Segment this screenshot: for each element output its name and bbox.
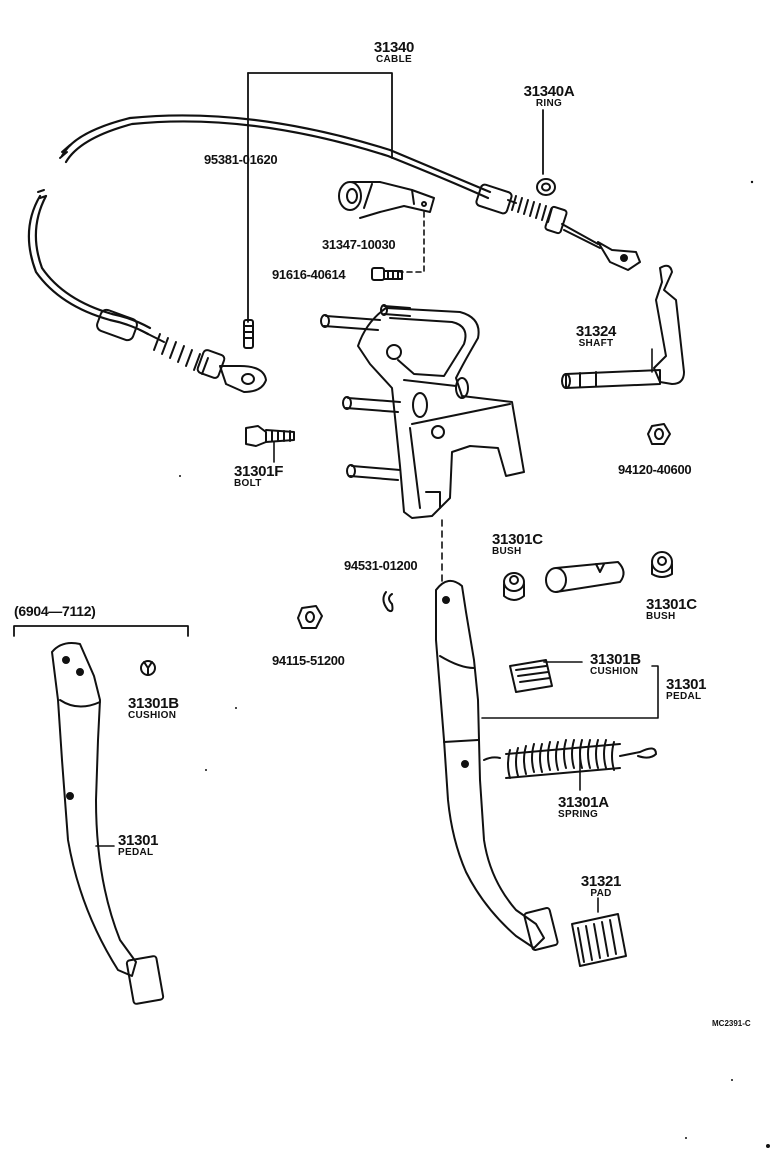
pad-part <box>571 913 627 967</box>
pedal-left-name: PEDAL <box>118 847 154 858</box>
cushion-right-name: CUSHION <box>590 666 639 677</box>
pad-name: PAD <box>590 888 612 899</box>
bush-left-name: BUSH <box>492 546 522 557</box>
cushion-left-callout: 31301B CUSHION <box>128 696 179 721</box>
spring-number: 31301A <box>558 794 609 811</box>
clip-part <box>382 591 394 613</box>
pedal-bracket-assembly <box>320 304 525 519</box>
ring-part <box>536 178 556 196</box>
lower-cable <box>27 189 267 393</box>
bush-left-number: 31301C <box>492 531 543 548</box>
cushion-left <box>140 660 156 676</box>
cushion-right <box>509 659 553 693</box>
bush-left-callout: 31301C BUSH <box>492 532 543 557</box>
bracket-number: 31347-10030 <box>322 237 396 252</box>
pedal-right-number: 31301 <box>666 676 707 693</box>
cushion-right-number: 31301B <box>590 651 641 668</box>
screw-number: 91616-40614 <box>272 267 346 282</box>
spring-callout: 31301A SPRING <box>558 795 609 820</box>
cushion-left-name: CUSHION <box>128 710 177 721</box>
bolt-31301F <box>245 425 295 447</box>
bolt-name: BOLT <box>234 478 262 489</box>
right-pedal <box>435 579 559 951</box>
date-range-bracket <box>13 625 189 637</box>
cable-leaders <box>247 72 393 323</box>
shaft-name: SHAFT <box>578 338 614 349</box>
callout-leaders <box>95 348 653 913</box>
pad-callout: 31321 PAD <box>576 874 626 899</box>
bush-right <box>651 551 673 578</box>
nut-94115 <box>297 605 323 629</box>
bush-right-number: 31301C <box>646 596 697 613</box>
bolt-callout: 31301F BOLT <box>234 464 283 489</box>
pad-number: 31321 <box>580 873 622 890</box>
shaft-callout: 31324 SHAFT <box>566 324 626 349</box>
sleeve-part <box>545 561 625 593</box>
date-range: (6904—7112) <box>14 603 96 619</box>
ring-number: 31340A <box>523 83 575 100</box>
pedal-cushion-bracket <box>481 665 659 719</box>
drawing-code: MC2391-C <box>712 1019 751 1028</box>
pedal-left-callout: 31301 PEDAL <box>118 832 159 858</box>
long-bolt <box>243 319 254 349</box>
bush-right-name: BUSH <box>646 611 676 622</box>
cable-callout: 31340 CABLE <box>364 40 424 65</box>
clip-number: 94531-01200 <box>344 558 418 573</box>
pedal-right-name: PEDAL <box>666 691 702 702</box>
upper-cable <box>59 114 641 271</box>
pedal-left-number: 31301 <box>118 832 159 849</box>
spring-part <box>483 739 657 779</box>
spring-name: SPRING <box>558 809 599 820</box>
bush-left <box>503 572 525 601</box>
shaft-part <box>561 264 685 389</box>
cable-number: 31340 <box>373 39 415 56</box>
bolt-number: 31301F <box>234 463 284 480</box>
bracket-dashed-leader <box>399 211 425 273</box>
cable-name: CABLE <box>376 54 412 65</box>
scan-specks <box>179 180 770 1148</box>
ring-name: RING <box>535 98 563 109</box>
bush-right-callout: 31301C BUSH <box>646 597 697 622</box>
shaft-number: 31324 <box>575 323 617 340</box>
ring-callout: 31340A RING <box>514 84 584 109</box>
cushion-left-number: 31301B <box>128 695 179 712</box>
screw-part <box>371 267 403 281</box>
nut-94120 <box>647 423 671 445</box>
nut-94115-number: 94115-51200 <box>272 653 345 668</box>
pedal-right-callout: 31301 PEDAL <box>666 676 707 702</box>
bolt-upper-number: 95381-01620 <box>204 152 278 167</box>
left-pedal <box>51 642 165 1005</box>
cushion-right-callout: 31301B CUSHION <box>590 652 641 677</box>
bracket-part <box>338 181 435 219</box>
nut-94120-number: 94120-40600 <box>618 462 692 477</box>
